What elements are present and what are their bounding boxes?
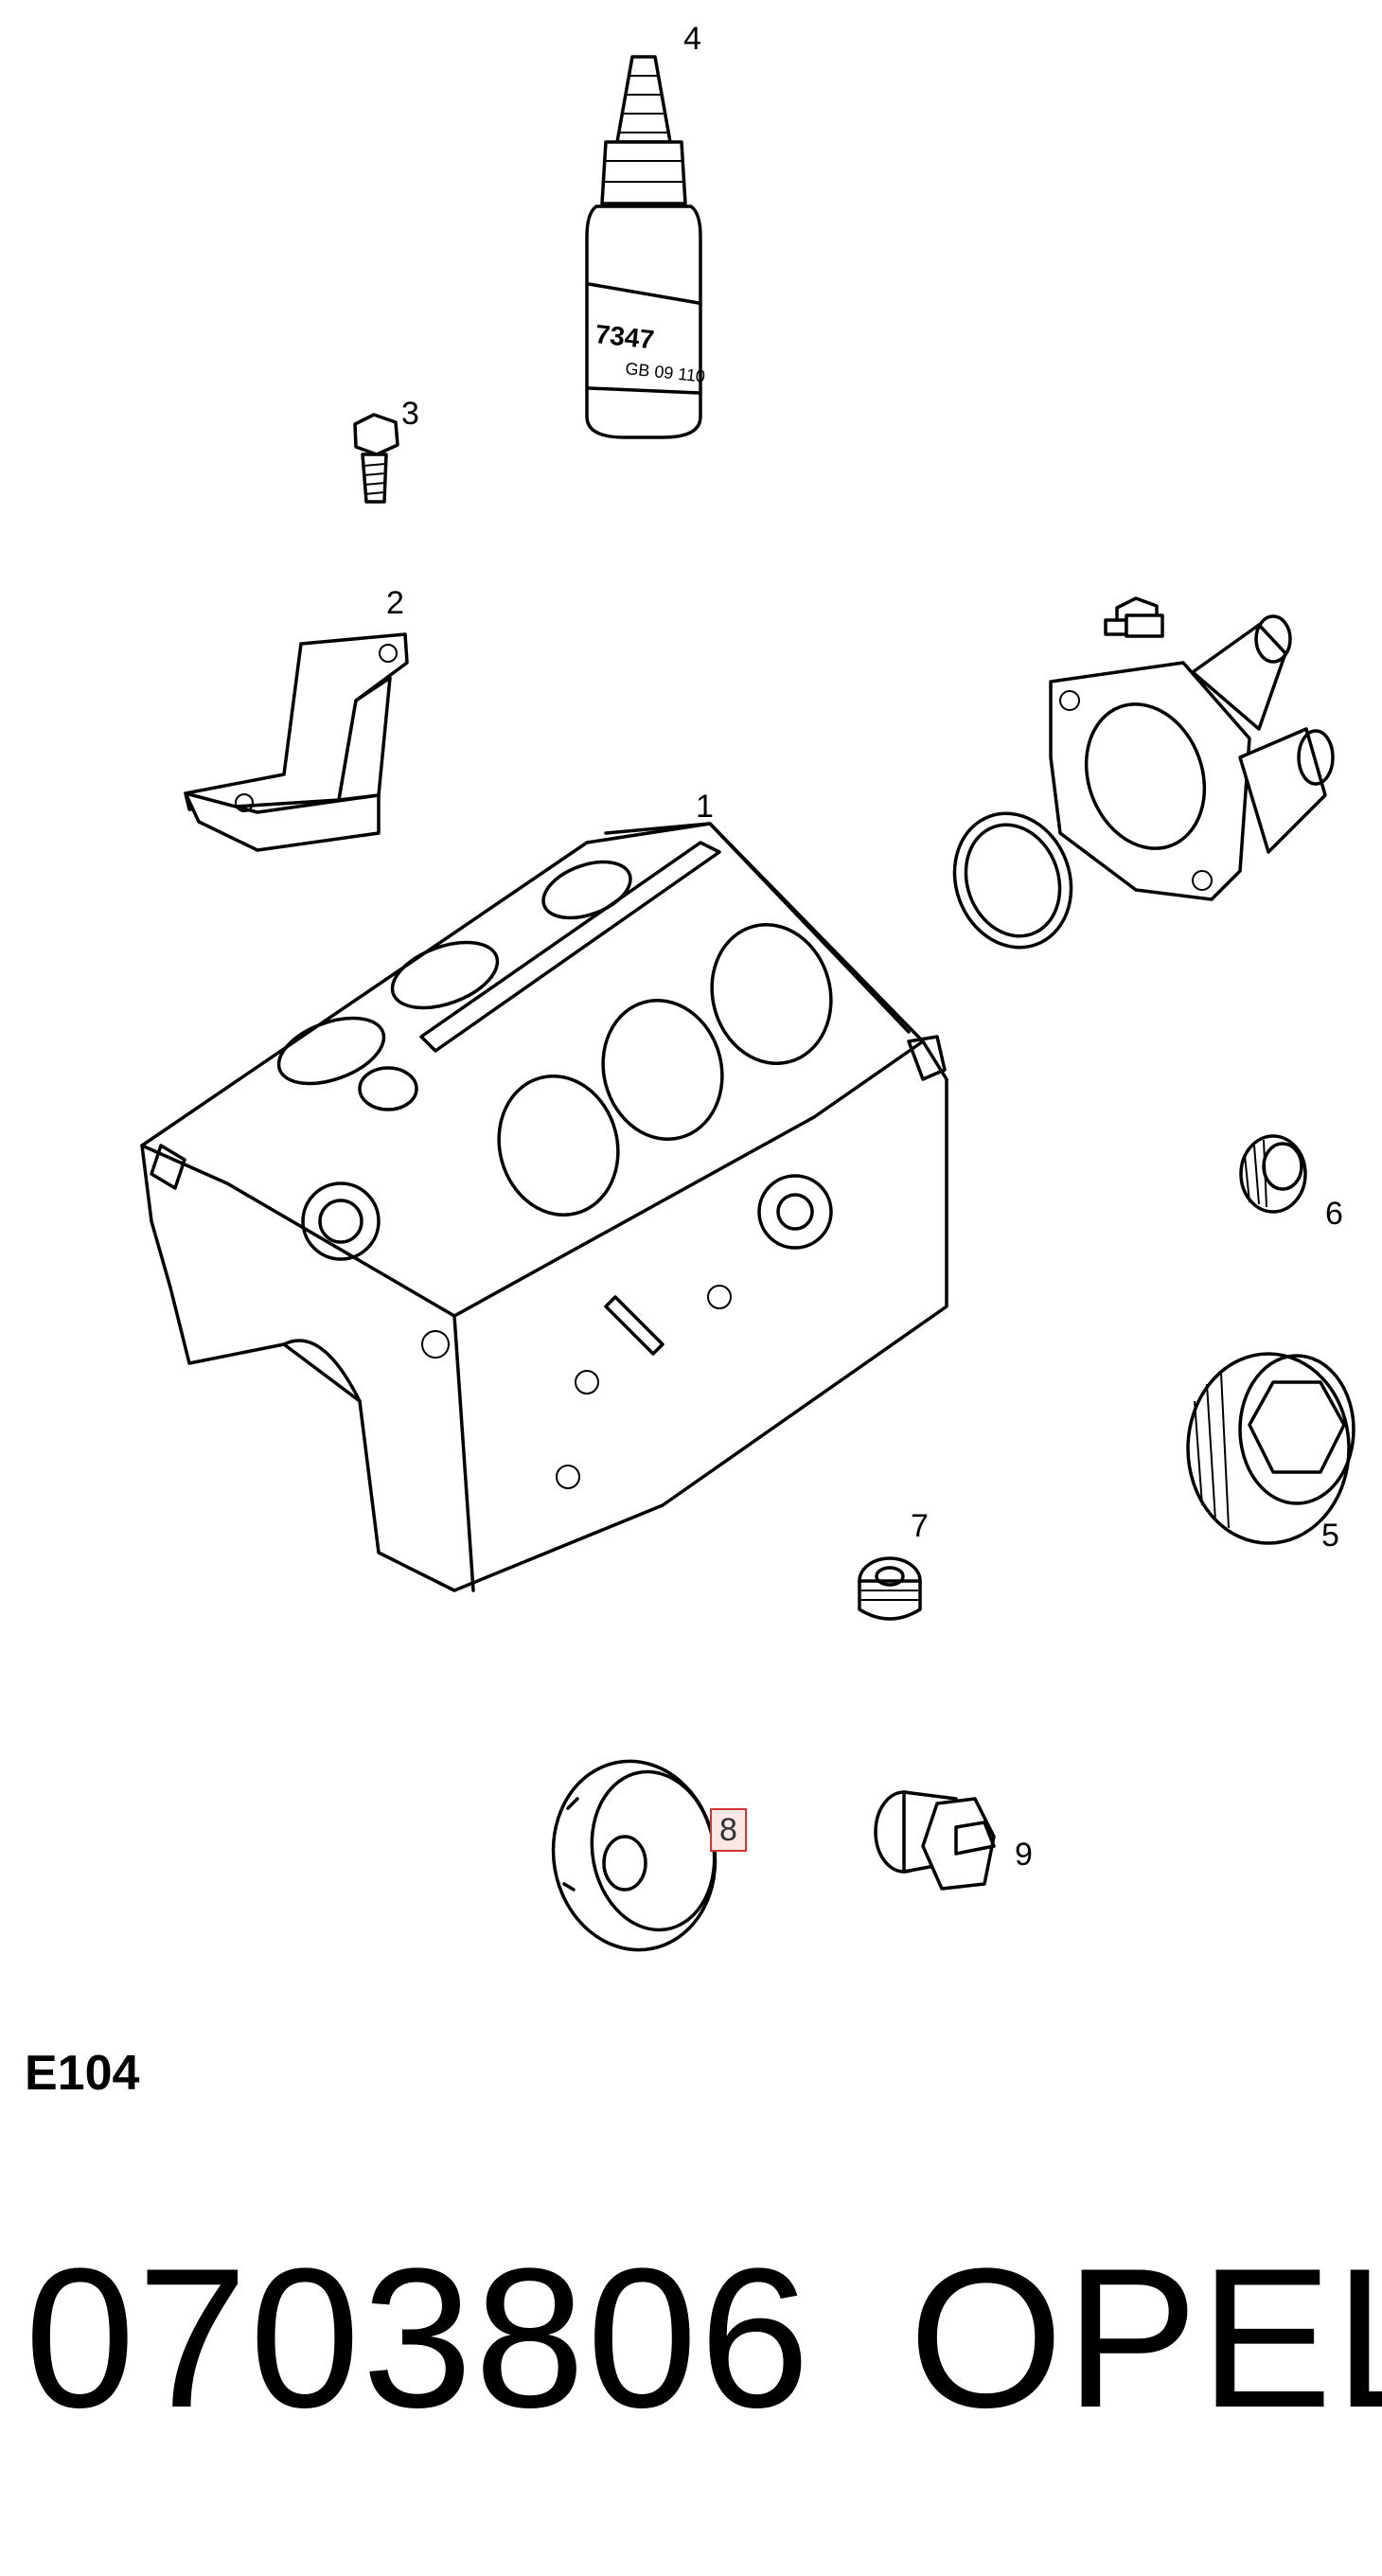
plug-small [1239, 1134, 1307, 1214]
callout-4[interactable]: 4 [683, 21, 701, 57]
callout-8-highlighted[interactable]: 8 [710, 1808, 747, 1852]
sealant-tube: 7347 GB 09 110 [585, 55, 706, 439]
callout-3[interactable]: 3 [401, 396, 419, 432]
callout-9[interactable]: 9 [1015, 1837, 1033, 1873]
drain-plug [874, 1790, 996, 1891]
callout-2[interactable]: 2 [386, 585, 404, 621]
tube-label: 7347 [594, 319, 655, 354]
brand-name: OPEL [909, 2227, 1382, 2449]
bracket [184, 632, 409, 852]
cup-plug [551, 1759, 718, 1952]
engine-block [140, 822, 948, 1592]
group-code: E104 [25, 2046, 140, 2101]
callout-6[interactable]: 6 [1325, 1196, 1343, 1232]
callout-7[interactable]: 7 [911, 1508, 929, 1544]
callout-5[interactable]: 5 [1321, 1518, 1339, 1554]
part-number: 0703806 [25, 2227, 812, 2449]
bolt-small [353, 413, 399, 504]
callout-1[interactable]: 1 [696, 789, 714, 825]
plug-large [1186, 1352, 1355, 1545]
thermostat-housing [952, 596, 1335, 950]
set-screw [858, 1556, 922, 1621]
